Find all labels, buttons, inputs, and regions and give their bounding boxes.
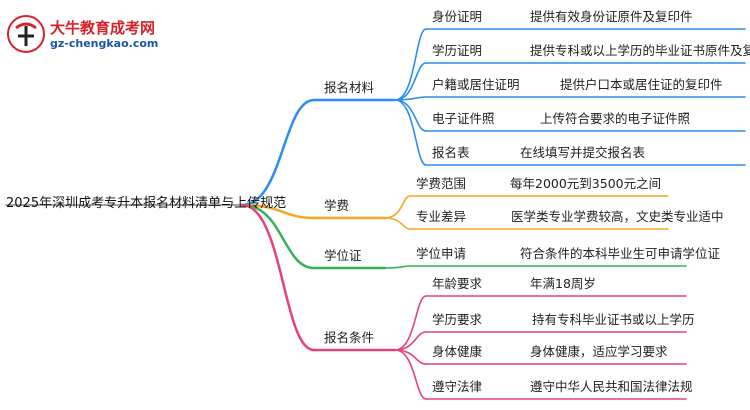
child-label: 学费范围 [416,176,467,191]
child-label: 遵守法律 [432,379,483,394]
child-label: 身体健康 [432,344,483,359]
child-connector [384,195,411,219]
child-connector [394,349,427,365]
child-connector [384,217,411,230]
brand-mark-icon [7,15,45,53]
child-description: 年满18周岁 [530,276,596,291]
child-label: 户籍或居住证明 [432,77,520,92]
child-label: 学位申请 [416,246,467,261]
child-description: 医学类专业学费较高，文史类专业适中 [511,209,724,224]
branch-label: 报名条件 [324,330,375,345]
child-label: 专业差异 [416,209,467,224]
child-connector [394,62,427,101]
branch-label: 报名材料 [324,80,375,95]
child-description: 在线填写并提交报名表 [520,145,646,160]
branch-label: 学费 [324,198,350,213]
branch-connector [240,203,316,352]
child-connector [394,99,427,166]
child-description: 提供专科或以上学历的毕业证书原件及复印件 [530,43,750,58]
child-description: 每年2000元到3500元之间 [510,176,662,191]
child-label: 学历证明 [432,43,483,58]
child-label: 身份证明 [432,9,483,24]
child-label: 电子证件照 [432,111,495,126]
child-connector [394,349,427,400]
child-label: 学历要求 [432,312,483,327]
branch-connector [240,98,316,207]
child-description: 上传符合要求的电子证件照 [540,111,691,126]
child-description: 提供户口本或居住证的复印件 [560,77,723,92]
root-topic: 2025年深圳成考专升本报名材料清单与上传规范 [6,196,287,211]
child-connector [384,265,411,269]
brand-title: 大牛教育成考网 [50,19,156,37]
child-connector [394,28,427,101]
child-label: 年龄要求 [432,276,483,291]
child-description: 符合条件的本科毕业生可申请学位证 [520,246,721,261]
branch-connector [240,203,316,220]
brand-logo: 大牛教育成考网 gz-chengkao.com [6,14,176,54]
child-connector [394,99,427,132]
child-connector [394,295,427,351]
child-description: 提供有效身份证原件及复印件 [530,9,693,24]
child-description: 遵守中华人民共和国法律法规 [530,379,693,394]
child-description: 持有专科毕业证书或以上学历 [532,312,695,327]
brand-url: gz-chengkao.com [50,37,159,50]
branch-connector [240,203,316,270]
child-description: 身体健康，适应学习要求 [530,344,668,359]
branch-label: 学位证 [324,248,362,263]
child-label: 报名表 [432,145,470,160]
